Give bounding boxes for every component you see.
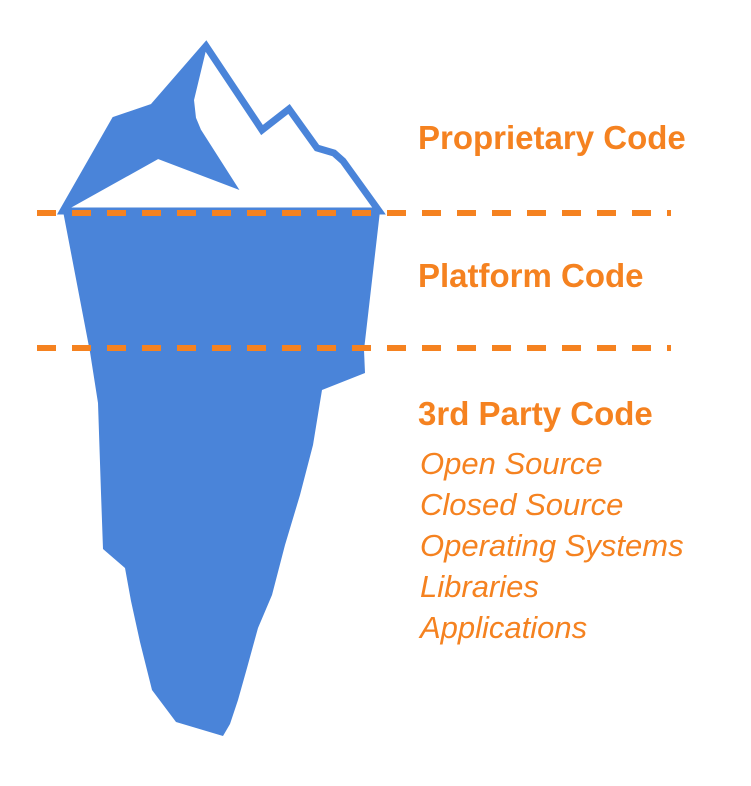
- section-label-proprietary-code: Proprietary Code: [418, 119, 686, 156]
- third-party-item-closed-source: Closed Source: [420, 487, 624, 522]
- iceberg-shaded-face: [60, 45, 240, 214]
- iceberg-underwater-body: [63, 211, 380, 736]
- third-party-item-applications: Applications: [420, 610, 588, 645]
- section-label-platform-code: Platform Code: [418, 257, 644, 294]
- section-label-third-party-code: 3rd Party Code: [418, 395, 653, 432]
- third-party-items-list: Open Source Closed Source Operating Syst…: [420, 443, 684, 648]
- third-party-item-libraries: Libraries: [420, 569, 539, 604]
- third-party-item-operating-systems: Operating Systems: [420, 528, 684, 563]
- third-party-item-open-source: Open Source: [420, 446, 603, 481]
